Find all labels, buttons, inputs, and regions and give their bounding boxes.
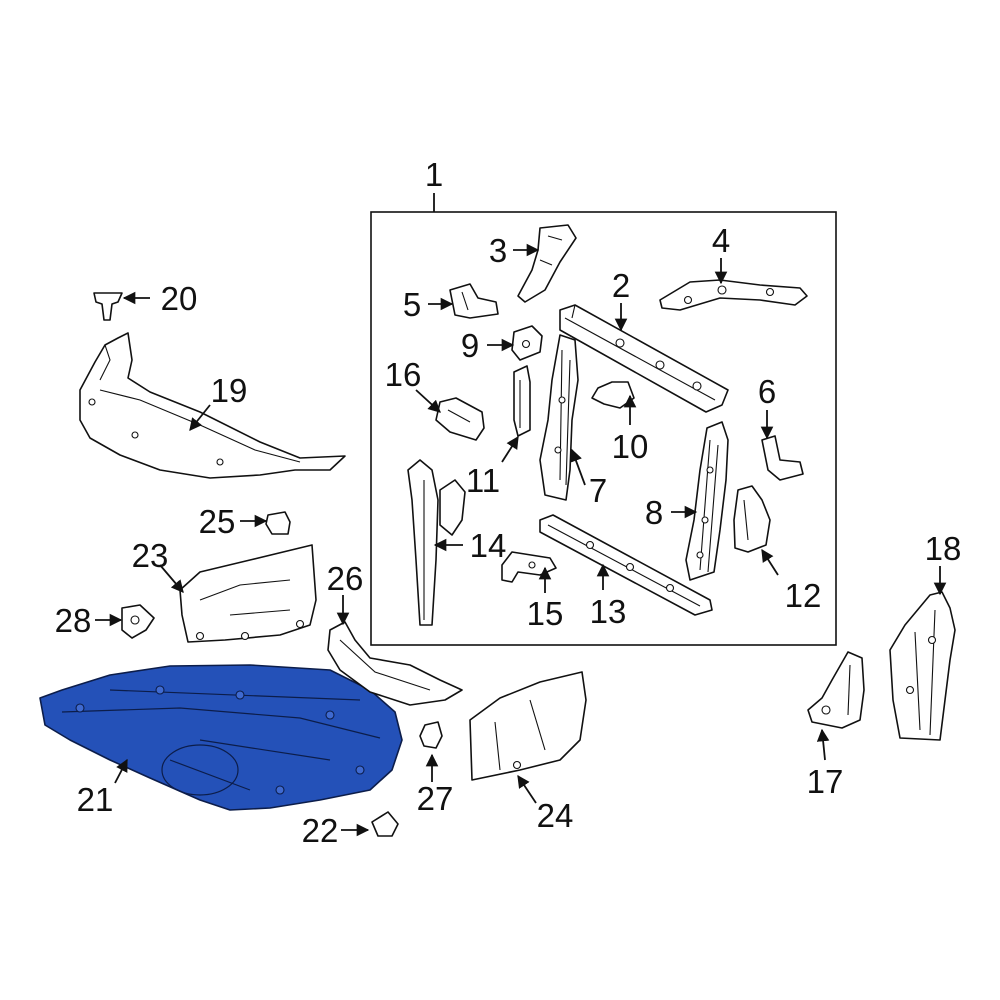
callout-25: 25 (199, 503, 236, 540)
callout-18: 18 (925, 530, 962, 567)
part-15-bracket[interactable] (501, 551, 557, 583)
part-9-bracket[interactable] (511, 325, 543, 361)
callout-17: 17 (807, 763, 844, 800)
callout-13: 13 (590, 593, 627, 630)
part-27-clip[interactable] (419, 721, 443, 749)
part-25-clip[interactable] (265, 511, 291, 535)
part-26-cover[interactable] (327, 621, 463, 706)
part-6-bracket[interactable] (761, 435, 804, 481)
callout-24: 24 (537, 797, 574, 834)
part-28-clip[interactable] (121, 604, 155, 639)
callout-12: 12 (785, 577, 822, 614)
callout-3: 3 (489, 232, 507, 269)
callout-20: 20 (161, 280, 198, 317)
callout-4: 4 (712, 222, 730, 259)
callout-5: 5 (403, 286, 421, 323)
callout-labels: 1 2 3 4 5 6 7 8 9 10 11 12 13 14 15 16 1… (55, 156, 962, 849)
part-11-bracket[interactable] (513, 365, 531, 437)
part-4-side-bracket[interactable] (659, 279, 808, 311)
part-2-upper-support[interactable] (559, 304, 729, 413)
callout-23: 23 (132, 537, 169, 574)
part-14-side-member[interactable] (407, 459, 466, 626)
part-22-clip[interactable] (371, 811, 399, 837)
callout-15: 15 (527, 595, 564, 632)
callout-27: 27 (417, 780, 454, 817)
part-12-bracket[interactable] (733, 485, 771, 553)
part-10-bracket[interactable] (591, 381, 635, 409)
callout-6: 6 (758, 373, 776, 410)
callout-21: 21 (77, 781, 114, 818)
callout-16: 16 (385, 356, 422, 393)
callout-8: 8 (645, 494, 663, 531)
callout-10: 10 (612, 428, 649, 465)
part-18-bracket[interactable] (889, 591, 956, 741)
callout-22: 22 (302, 812, 339, 849)
callout-2: 2 (612, 267, 630, 304)
leader-lines (95, 243, 947, 837)
part-20-clip[interactable] (93, 292, 123, 321)
callout-19: 19 (211, 372, 248, 409)
callout-9: 9 (461, 327, 479, 364)
callout-14: 14 (470, 527, 507, 564)
part-16-bracket[interactable] (435, 397, 485, 441)
part-24-side-cover[interactable] (469, 671, 587, 781)
callout-11: 11 (466, 462, 500, 499)
part-5-bracket[interactable] (449, 283, 499, 319)
callout-1: 1 (425, 156, 443, 193)
part-17-bracket[interactable] (807, 651, 865, 729)
part-8-side-support[interactable] (685, 421, 729, 581)
part-3-bracket[interactable] (517, 224, 577, 303)
callout-28: 28 (55, 602, 92, 639)
assembly-box-1 (370, 193, 837, 646)
callout-7: 7 (589, 472, 607, 509)
part-23-under-cover[interactable] (179, 544, 317, 643)
part-13-lower-support[interactable] (539, 514, 713, 616)
callout-26: 26 (327, 560, 364, 597)
part-7-vertical-support[interactable] (539, 334, 579, 501)
